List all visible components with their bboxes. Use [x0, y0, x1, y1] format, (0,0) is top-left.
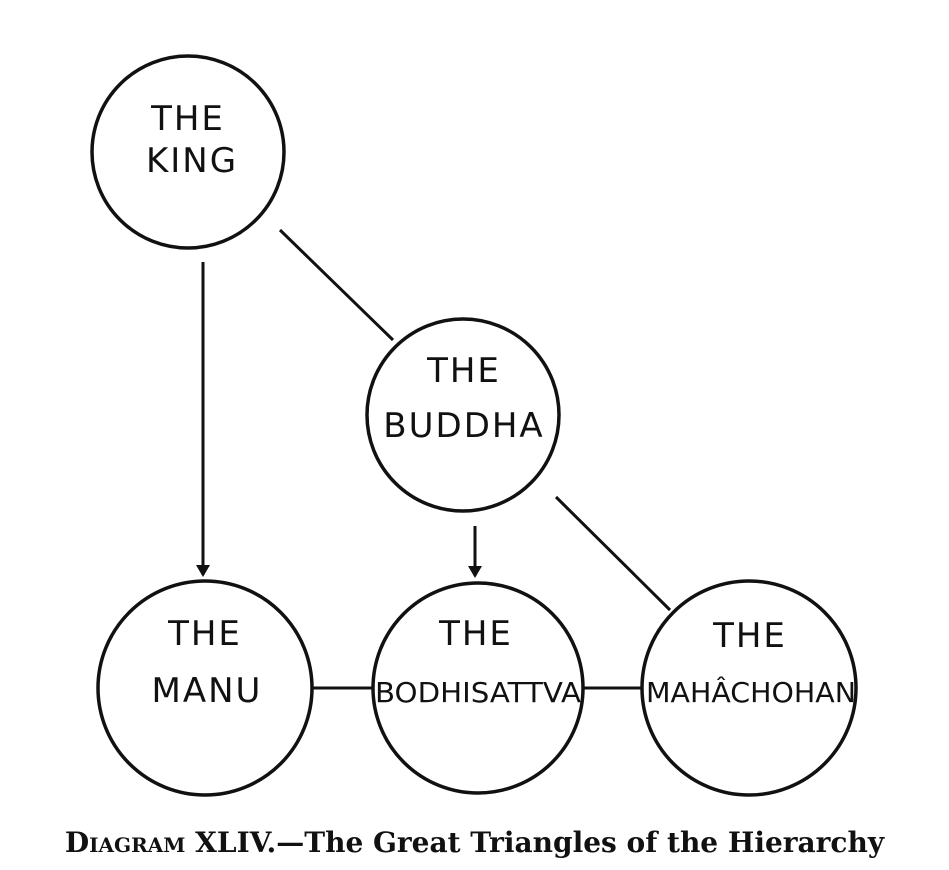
- node-king-line2: KING: [146, 141, 238, 181]
- edge-king-buddha: [278, 228, 395, 342]
- node-bodhisattva-line1: THE: [438, 614, 513, 654]
- node-bodhisattva-line2: BODHISATTVA: [375, 676, 581, 709]
- diagram-caption: Diagram XLIV.—The Great Triangles of the…: [0, 826, 949, 859]
- caption-text: —The Great Triangles of the Hierarchy: [276, 826, 885, 859]
- node-king: THE KING: [90, 54, 286, 250]
- node-mahachohan-line1: THE: [712, 616, 787, 656]
- edge-buddha-mahachohan: [554, 495, 672, 612]
- node-king-line1: THE: [150, 99, 225, 139]
- node-buddha-line2: BUDDHA: [383, 406, 544, 446]
- node-buddha: THE BUDDHA: [365, 317, 561, 513]
- node-mahachohan-line2: MAHÂCHOHAN: [646, 675, 856, 709]
- node-buddha-line1: THE: [426, 351, 501, 391]
- node-manu-line1: THE: [167, 614, 242, 654]
- caption-label: Diagram XLIV.: [64, 826, 277, 859]
- node-bodhisattva: THE BODHISATTVA: [371, 581, 585, 795]
- node-manu-line2: MANU: [152, 671, 263, 711]
- node-manu: THE MANU: [96, 579, 314, 797]
- node-mahachohan: THE MAHÂCHOHAN: [640, 579, 858, 797]
